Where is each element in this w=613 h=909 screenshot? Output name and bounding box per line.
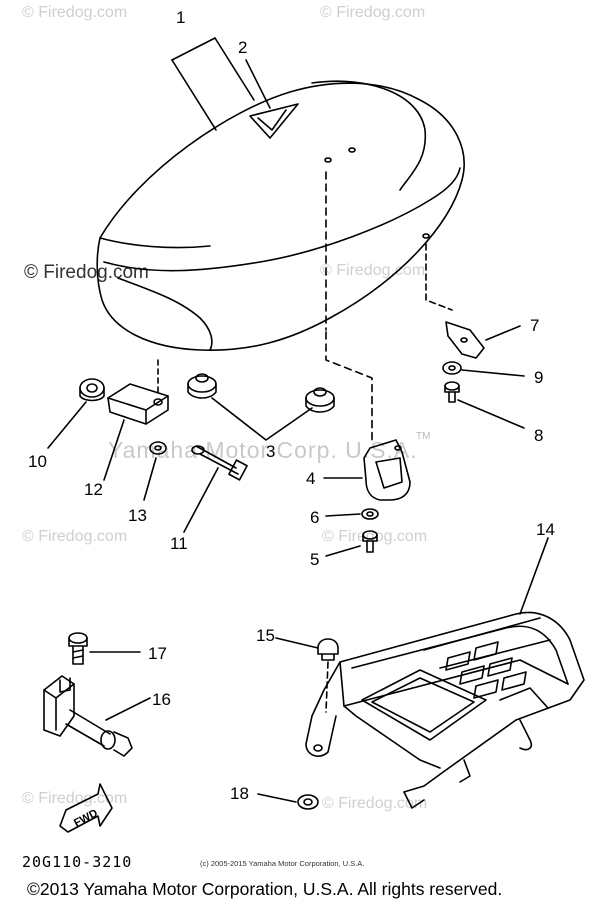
carrier-part	[305, 611, 585, 809]
damper-part	[79, 378, 105, 402]
watermark-top-left: © Firedog.com	[22, 4, 128, 21]
damper-part	[187, 373, 217, 399]
seat-part	[96, 80, 465, 352]
fwd-label: FWD	[72, 807, 100, 829]
footer-copyright: ©2013 Yamaha Motor Corporation, U.S.A. A…	[27, 879, 503, 899]
callout-16: 16	[152, 690, 171, 709]
watermark-mid-right: © Firedog.com	[320, 262, 426, 279]
callout-7: 7	[530, 316, 540, 335]
nut-part	[297, 794, 319, 810]
callout-18: 18	[230, 784, 249, 803]
watermark-bottom-left: © Firedog.com	[22, 790, 128, 807]
callout-12: 12	[84, 480, 103, 499]
fwd-arrow	[59, 783, 113, 833]
callout-17: 17	[148, 644, 167, 663]
bolt-part	[68, 632, 88, 665]
callout-6: 6	[310, 508, 320, 527]
bracket-part	[363, 439, 411, 501]
callout-4: 4	[306, 469, 316, 488]
washer-part	[361, 508, 379, 520]
bolt-part	[444, 381, 460, 403]
callout-3: 3	[266, 442, 276, 461]
bracket-part	[107, 383, 169, 425]
bolt-part	[362, 530, 378, 553]
callout-11: 11	[170, 534, 188, 553]
callout-1: 1	[176, 8, 186, 27]
watermark-bottom-right: © Firedog.com	[322, 795, 428, 812]
callout-9: 9	[534, 368, 544, 387]
small-copyright: (c) 2005-2015 Yamaha Motor Corporation, …	[200, 859, 365, 868]
callout-5: 5	[310, 550, 320, 569]
callout-10: 10	[28, 452, 47, 471]
nut-part	[442, 361, 462, 375]
seat-lock-part	[43, 675, 133, 757]
bracket-part	[445, 321, 485, 359]
watermark-lower-left: © Firedog.com	[22, 528, 128, 545]
nut-part	[149, 441, 167, 455]
callout-13: 13	[128, 506, 147, 525]
diagram-code: 20G110-3210	[22, 853, 133, 871]
callout-15: 15	[256, 626, 275, 645]
damper-part	[305, 387, 335, 413]
cap-part	[317, 638, 339, 661]
watermark-tm: TM	[416, 431, 431, 442]
shaft-bolt-part	[191, 445, 248, 481]
callout-14: 14	[536, 520, 555, 539]
callout-2: 2	[238, 38, 248, 57]
watermark-lower-right: © Firedog.com	[322, 528, 428, 545]
callout-8: 8	[534, 426, 544, 445]
watermark-top-right: © Firedog.com	[320, 4, 426, 21]
